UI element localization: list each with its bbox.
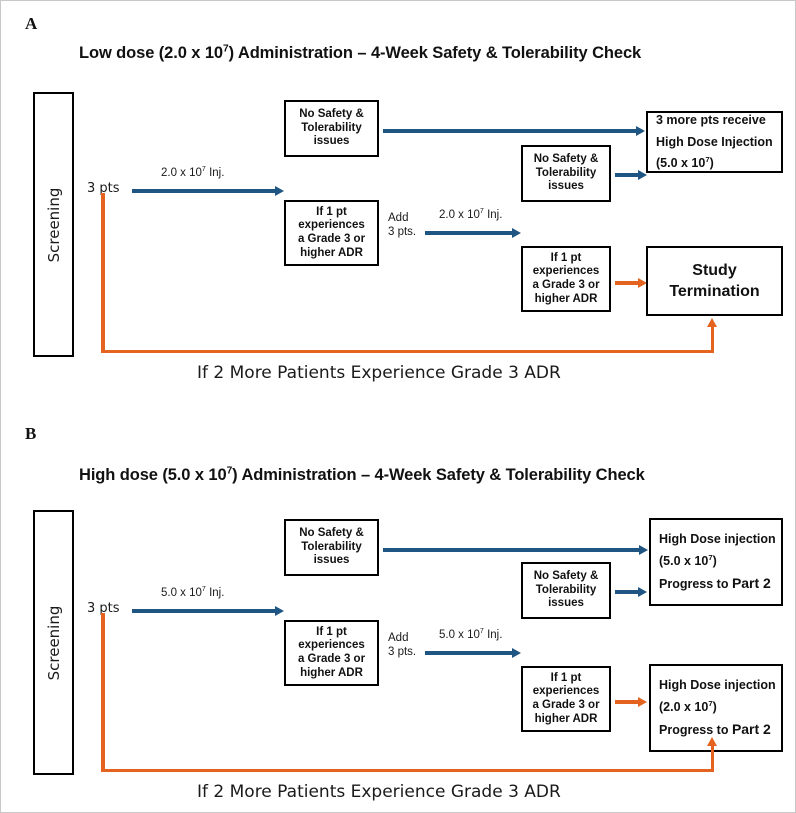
panel-a-screening-label: Screening bbox=[44, 187, 63, 262]
panel-a-start-label: 3 pts bbox=[87, 181, 120, 196]
panel-b-screening-box: Screening bbox=[33, 510, 74, 775]
panel-a-title-pre: Low dose (2.0 x 10 bbox=[79, 44, 224, 62]
panel-b-start-label: 3 pts bbox=[87, 601, 120, 616]
node-line: a Grade 3 or bbox=[532, 699, 600, 711]
node-line: No Safety & bbox=[533, 570, 599, 583]
panel-a-bottom-caption: If 2 More Patients Experience Grade 3 AD… bbox=[197, 363, 561, 383]
panel-b-adr-left-box: If 1 pt experiences a Grade 3 or higher … bbox=[284, 620, 379, 686]
panel-b-title-exponent: 7 bbox=[226, 465, 233, 477]
node-line: Tolerability bbox=[535, 583, 597, 596]
node-line: higher ADR bbox=[300, 246, 363, 259]
panel-a-first-injection-label: 2.0 x 107 Inj. bbox=[161, 165, 225, 179]
panel-a-outcome-top-box: 3 more pts receive High Dose Injection (… bbox=[646, 111, 783, 173]
node-line: issues bbox=[313, 135, 350, 148]
node-line: 3 more pts receive bbox=[656, 112, 766, 127]
node-line: a Grade 3 or bbox=[297, 233, 366, 245]
panel-b-add-patients-line2: 3 pts. bbox=[388, 646, 417, 658]
panel-b-letter: B bbox=[25, 424, 37, 443]
node-line: experiences bbox=[298, 219, 365, 232]
panel-b-no-issues-mid-box: No Safety & Tolerability issues bbox=[521, 562, 611, 619]
panel-a-add-patients-line2: 3 pts. bbox=[388, 226, 417, 238]
node-line: Study bbox=[692, 261, 737, 279]
node-line: (2.0 x 107) bbox=[659, 698, 717, 714]
node-line: a Grade 3 or bbox=[297, 653, 366, 665]
panel-a-add-patients-line1: Add bbox=[388, 212, 409, 224]
node-line: No Safety & bbox=[299, 527, 364, 540]
node-line: (5.0 x 107) bbox=[656, 155, 714, 171]
panel-b-title-pre: High dose (5.0 x 10 bbox=[79, 466, 227, 484]
node-line: Progress to Part 2 bbox=[659, 721, 771, 738]
node-line: If 1 pt bbox=[550, 251, 582, 264]
node-line: No Safety & bbox=[533, 153, 599, 166]
panel-b-adr-right-box: If 1 pt experiences a Grade 3 or higher … bbox=[521, 666, 611, 732]
node-line: issues bbox=[548, 180, 584, 193]
node-line: Progress to Part 2 bbox=[659, 575, 771, 592]
panel-a-title: Low dose (2.0 x 107) Administration – 4-… bbox=[79, 43, 642, 62]
panel-a-no-issues-top-box: No Safety & Tolerability issues bbox=[284, 100, 379, 157]
node-line: issues bbox=[313, 554, 350, 567]
node-line: Tolerability bbox=[301, 121, 362, 134]
panel-a-letter: A bbox=[25, 14, 38, 33]
node-line: experiences bbox=[298, 639, 365, 652]
node-line: issues bbox=[548, 597, 584, 610]
panel-b-add-patients-line1: Add bbox=[388, 632, 409, 644]
node-line: If 1 pt bbox=[316, 205, 347, 218]
panel-a-title-post: ) Administration – 4-Week Safety & Toler… bbox=[228, 44, 642, 62]
panel-a-title-exponent: 7 bbox=[223, 43, 229, 55]
node-line: higher ADR bbox=[300, 666, 363, 679]
node-line: Tolerability bbox=[301, 540, 362, 553]
node-line: High Dose injection bbox=[659, 531, 776, 546]
panel-b-title-post: ) Administration – 4-Week Safety & Toler… bbox=[232, 466, 645, 484]
node-line: High Dose Injection bbox=[656, 134, 773, 149]
node-line: higher ADR bbox=[534, 292, 598, 305]
panel-b-outcome-top-box: High Dose injection (5.0 x 107) Progress… bbox=[649, 518, 783, 606]
node-line: If 1 pt bbox=[550, 671, 582, 684]
node-line: higher ADR bbox=[534, 712, 598, 725]
panel-b-second-injection-label: 5.0 x 107 Inj. bbox=[439, 627, 503, 641]
panel-b-first-injection-label: 5.0 x 107 Inj. bbox=[161, 585, 225, 599]
node-line: experiences bbox=[532, 685, 600, 698]
node-line: (5.0 x 107) bbox=[659, 552, 717, 568]
panel-b-bottom-caption: If 2 More Patients Experience Grade 3 AD… bbox=[197, 782, 561, 802]
node-line: If 1 pt bbox=[316, 625, 347, 638]
panel-a-outcome-bottom-box: Study Termination bbox=[646, 246, 783, 316]
node-line: experiences bbox=[532, 265, 600, 278]
panel-a-adr-left-box: If 1 pt experiences a Grade 3 or higher … bbox=[284, 200, 379, 266]
node-line: No Safety & bbox=[299, 108, 364, 121]
node-line: a Grade 3 or bbox=[532, 279, 600, 291]
node-line: Tolerability bbox=[535, 166, 597, 179]
panel-a-screening-box: Screening bbox=[33, 92, 74, 357]
panel-b-title: High dose (5.0 x 107) Administration – 4… bbox=[79, 465, 645, 484]
panel-a-adr-right-box: If 1 pt experiences a Grade 3 or higher … bbox=[521, 246, 611, 312]
panel-b-no-issues-top-box: No Safety & Tolerability issues bbox=[284, 519, 379, 576]
node-line: Termination bbox=[669, 283, 760, 300]
panel-a-second-injection-label: 2.0 x 107 Inj. bbox=[439, 207, 503, 221]
node-line: High Dose injection bbox=[659, 677, 776, 692]
panel-b-screening-label: Screening bbox=[44, 605, 63, 680]
panel-a-no-issues-mid-box: No Safety & Tolerability issues bbox=[521, 145, 611, 202]
